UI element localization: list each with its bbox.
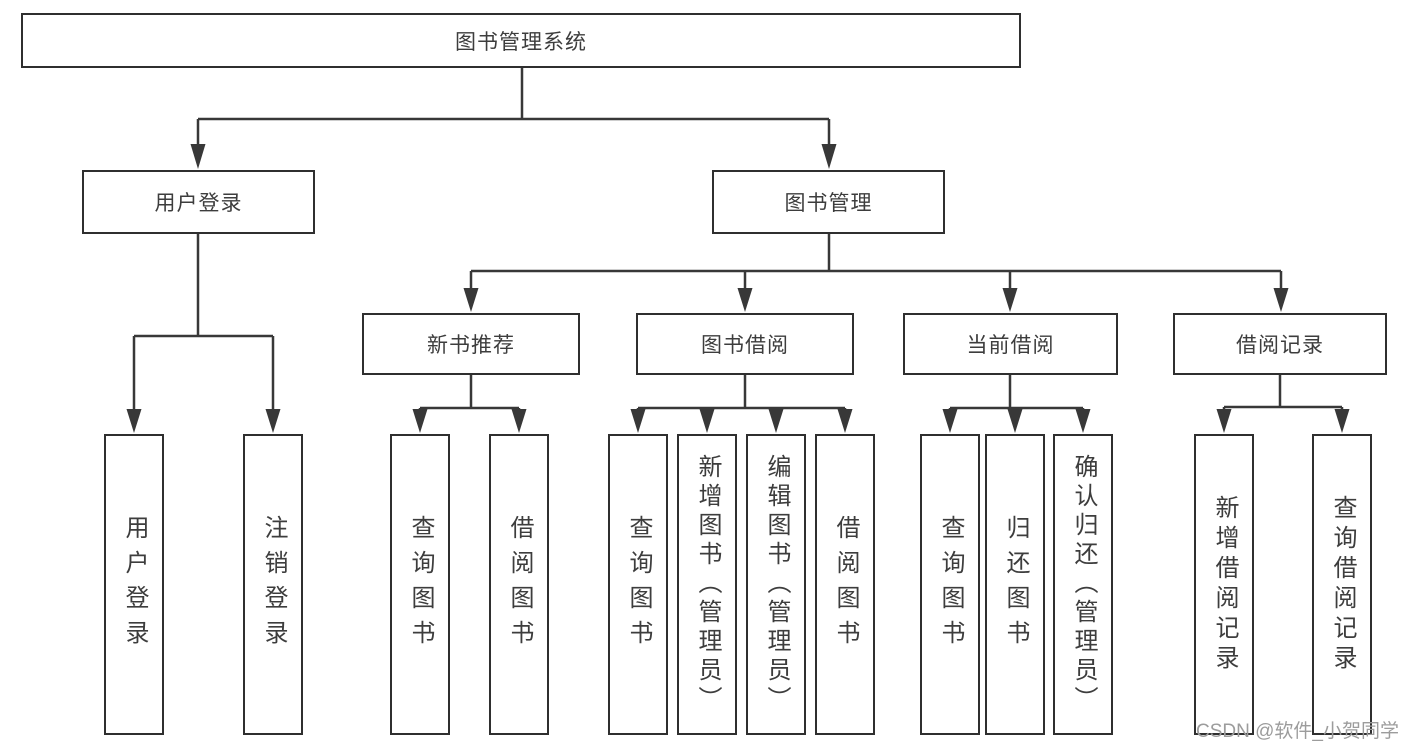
leaf-query-books-recommend-label: 查询图书 — [407, 514, 434, 655]
leaf-borrow-books-recommend: 借阅图书 — [489, 434, 549, 735]
node-library-management-system-label: 图书管理系统 — [455, 30, 587, 54]
leaf-add-borrow-record-label: 新增借阅记录 — [1211, 494, 1238, 675]
leaf-query-borrow-record: 查询借阅记录 — [1312, 434, 1372, 735]
leaf-query-borrow-record-label: 查询借阅记录 — [1329, 494, 1356, 675]
leaf-edit-books-admin-label: 编辑图书（管理员） — [763, 454, 790, 715]
edge-bookmgmt-to-level3 — [469, 234, 1283, 290]
leaf-query-books-current-label: 查询图书 — [937, 514, 964, 655]
node-book-management-label: 图书管理 — [784, 192, 873, 215]
node-new-book-recommend: 新书推荐 — [362, 313, 580, 375]
leaf-return-books: 归还图书 — [985, 434, 1045, 735]
node-current-borrow-label: 当前借阅 — [966, 334, 1055, 357]
leaf-return-books-label: 归还图书 — [1002, 514, 1029, 655]
edge-currentborrow-to-leaves — [948, 375, 1085, 411]
node-new-book-recommend-label: 新书推荐 — [427, 334, 515, 357]
leaf-logout: 注销登录 — [243, 434, 303, 735]
leaf-add-books-admin-label: 新增图书（管理员） — [694, 454, 721, 715]
node-library-management-system: 图书管理系统 — [21, 13, 1021, 68]
edge-root-to-level2 — [196, 68, 831, 146]
leaf-borrow-books-recommend-label: 借阅图书 — [506, 514, 533, 655]
node-book-management: 图书管理 — [712, 170, 945, 234]
node-user-login: 用户登录 — [82, 170, 315, 234]
edge-newbook-to-leaves — [418, 375, 521, 411]
edge-borrowrecords-to-leaves — [1222, 375, 1344, 411]
edge-bookborrow-to-leaves — [636, 375, 847, 411]
leaf-borrow-books: 借阅图书 — [815, 434, 875, 735]
node-book-borrow: 图书借阅 — [636, 313, 854, 375]
leaf-add-books-admin: 新增图书（管理员） — [677, 434, 737, 735]
leaf-confirm-return-admin: 确认归还（管理员） — [1053, 434, 1113, 735]
node-borrow-records-label: 借阅记录 — [1236, 334, 1324, 357]
node-current-borrow: 当前借阅 — [903, 313, 1118, 375]
leaf-query-books-recommend: 查询图书 — [390, 434, 450, 735]
leaf-confirm-return-admin-label: 确认归还（管理员） — [1070, 454, 1097, 715]
leaf-query-books-borrow: 查询图书 — [608, 434, 668, 735]
leaf-query-books-borrow-label: 查询图书 — [625, 514, 652, 655]
leaf-user-login-label: 用户登录 — [121, 514, 148, 655]
leaf-user-login: 用户登录 — [104, 434, 164, 735]
leaf-add-borrow-record: 新增借阅记录 — [1194, 434, 1254, 735]
leaf-edit-books-admin: 编辑图书（管理员） — [746, 434, 806, 735]
csdn-watermark: CSDN @软件_小贺同学 — [1196, 721, 1399, 742]
edge-userlogin-to-leaves — [132, 234, 275, 411]
leaf-query-books-current: 查询图书 — [920, 434, 980, 735]
leaf-borrow-books-label: 借阅图书 — [832, 514, 859, 655]
node-book-borrow-label: 图书借阅 — [701, 334, 789, 357]
node-borrow-records: 借阅记录 — [1173, 313, 1387, 375]
leaf-logout-label: 注销登录 — [260, 514, 287, 655]
node-user-login-label: 用户登录 — [154, 192, 243, 215]
arrowheads — [126, 144, 1350, 433]
